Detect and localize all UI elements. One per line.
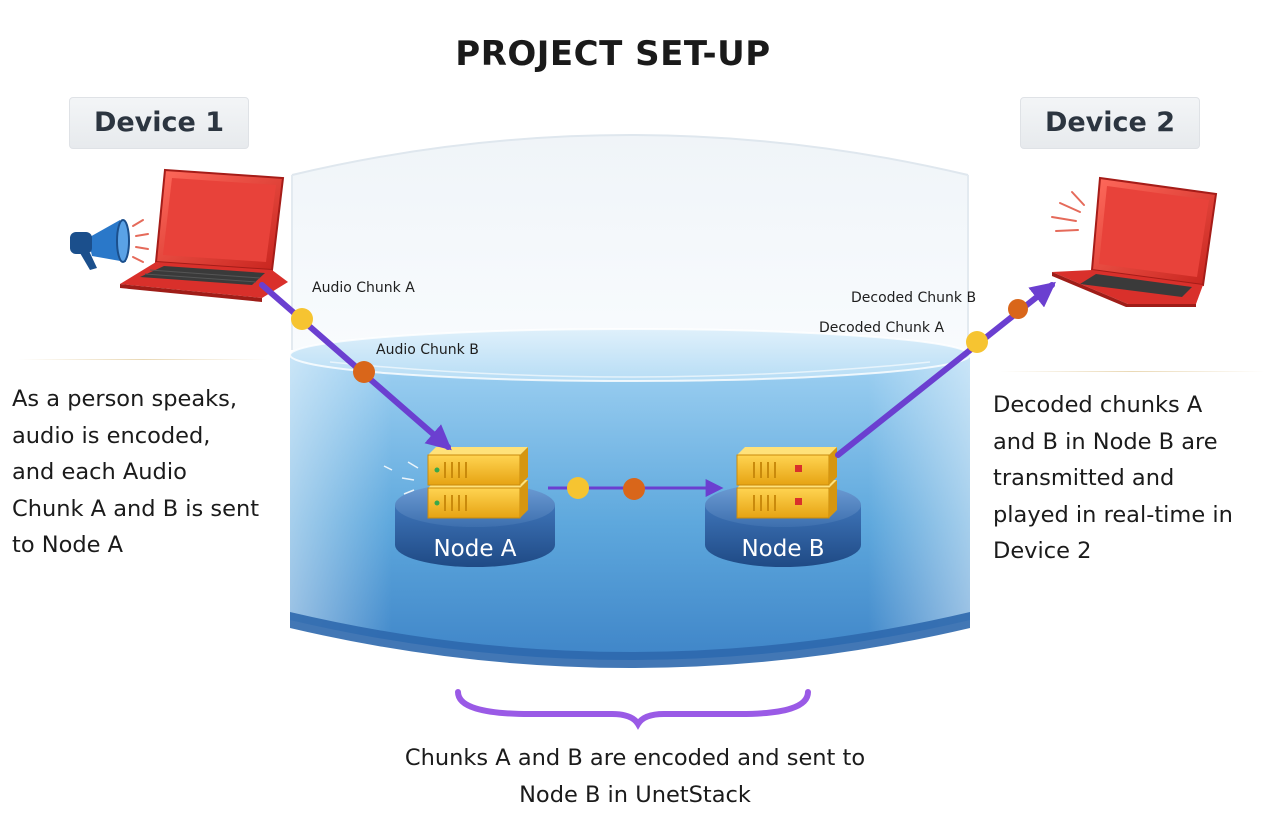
right-description: Decoded chunks A and B in Node B are tra… <box>993 392 1233 564</box>
decoded-chunk-a-dot <box>966 331 988 353</box>
spark-lines <box>383 461 419 495</box>
left-divider <box>18 359 268 360</box>
left-description: As a person speaks, audio is encoded, an… <box>12 386 260 558</box>
node-b-label: Node B <box>741 536 824 562</box>
device-1-label: Device 1 <box>69 97 249 149</box>
node-a-label: Node A <box>433 536 516 562</box>
audio-chunk-b-label: Audio Chunk B <box>376 342 479 358</box>
device-2-label: Device 2 <box>1020 97 1200 149</box>
bottom-caption: Chunks A and B are encoded and sent to N… <box>404 745 866 808</box>
decoded-chunk-b-dot <box>1008 299 1028 319</box>
title-background <box>380 28 846 84</box>
right-divider <box>1000 371 1265 372</box>
laptop-icon <box>120 168 288 302</box>
transit-chunk-b-dot <box>623 478 645 500</box>
audio-chunk-b-dot <box>353 361 375 383</box>
server-icon <box>736 447 837 519</box>
decoded-chunk-b-label: Decoded Chunk B <box>851 290 977 306</box>
server-icon <box>427 447 528 519</box>
node-a: Node A <box>383 447 555 567</box>
node-b: Node B <box>705 447 861 567</box>
tank-glass <box>291 134 969 350</box>
audio-chunk-a-label: Audio Chunk A <box>312 280 415 296</box>
water-tank <box>289 328 971 668</box>
decoded-chunk-a-label: Decoded Chunk A <box>819 320 945 336</box>
sound-waves-icon <box>1051 191 1085 232</box>
megaphone-icon <box>70 219 149 270</box>
transit-chunk-a-dot <box>567 477 589 499</box>
page-title: PROJECT SET-UP <box>455 34 771 74</box>
curly-brace <box>455 689 811 730</box>
laptop-icon <box>1052 176 1218 307</box>
audio-chunk-a-dot <box>291 308 313 330</box>
